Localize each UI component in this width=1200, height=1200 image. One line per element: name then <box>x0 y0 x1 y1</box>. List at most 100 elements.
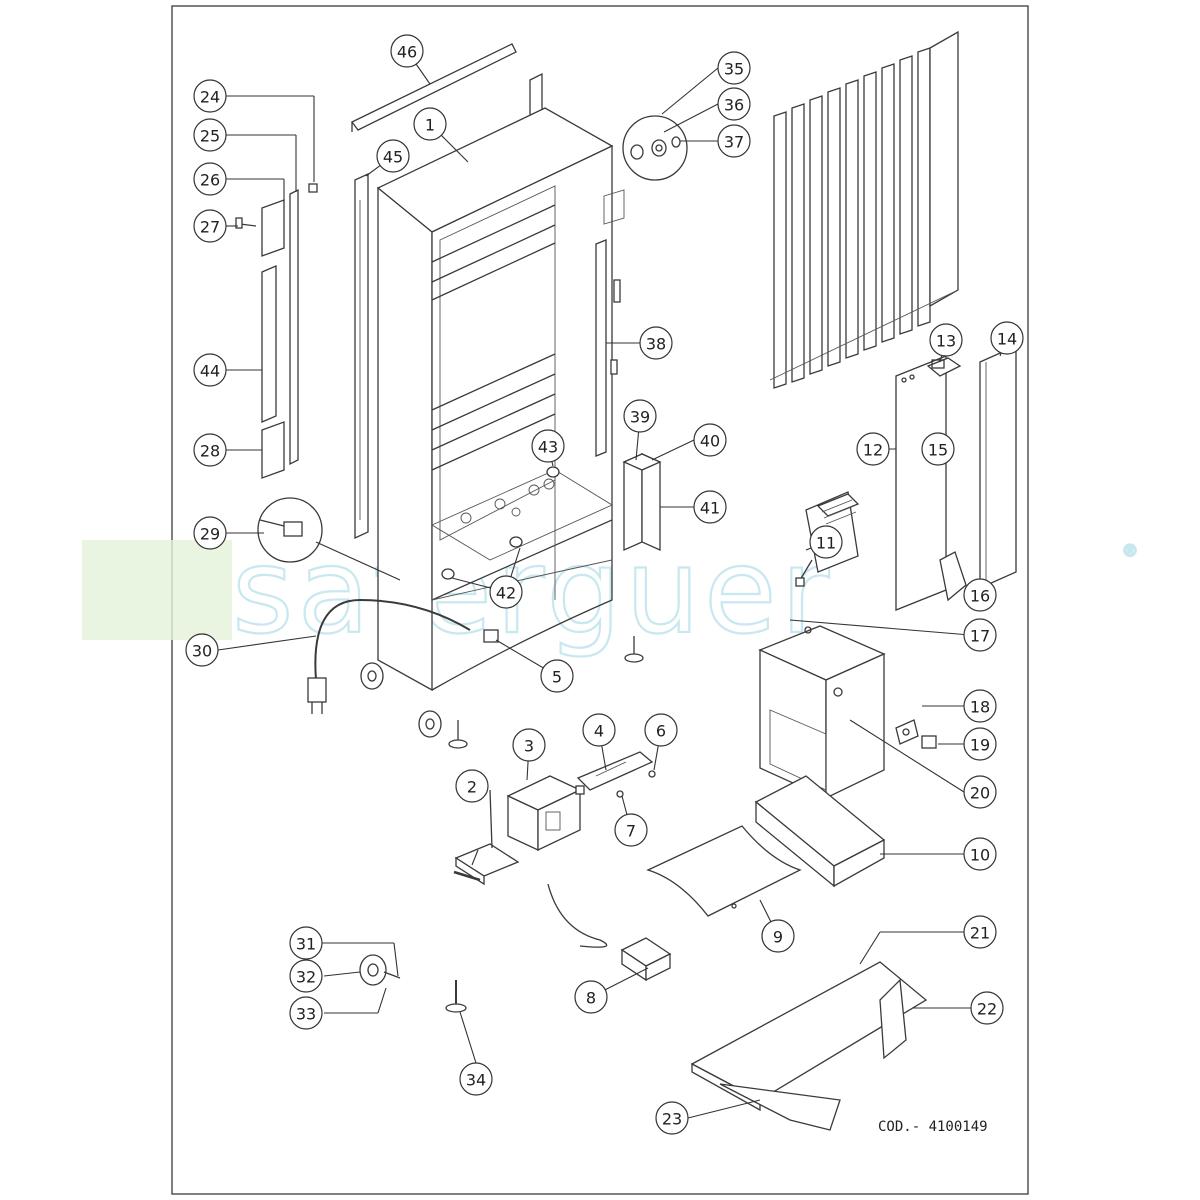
callout-label: 26 <box>200 171 220 190</box>
callout-label: 13 <box>936 332 956 351</box>
part-23-support <box>719 1083 841 1131</box>
callout-label: 25 <box>200 127 220 146</box>
callout-label: 16 <box>970 587 990 606</box>
callout-2: 2 <box>455 769 489 803</box>
callout-label: 41 <box>700 499 720 518</box>
callout-11: 11 <box>809 525 843 559</box>
callout-32: 32 <box>289 959 323 993</box>
callout-label: 15 <box>928 441 948 460</box>
callout-45: 45 <box>376 139 410 173</box>
callout-circle <box>963 727 997 761</box>
callout-circle <box>193 162 227 196</box>
part-43-clip <box>546 466 560 478</box>
callout-27: 27 <box>193 209 227 243</box>
part-27-screw <box>235 217 257 229</box>
callout-circle <box>963 837 997 871</box>
part-5-cable-connector <box>483 629 499 643</box>
callout-label: 2 <box>467 778 477 797</box>
callout-17: 17 <box>963 618 997 652</box>
callout-31: 31 <box>289 926 323 960</box>
callout-label: 34 <box>466 1071 486 1090</box>
callout-label: 7 <box>626 822 636 841</box>
callout-28: 28 <box>193 433 227 467</box>
callout-circle <box>531 429 565 463</box>
part-32-caster <box>359 954 401 986</box>
callout-40: 40 <box>693 423 727 457</box>
callout-circle <box>289 996 323 1030</box>
callout-6: 6 <box>644 713 678 747</box>
callout-label: 30 <box>192 642 212 661</box>
callout-33: 33 <box>289 996 323 1030</box>
callout-15: 15 <box>921 432 955 466</box>
callout-circle <box>717 87 751 121</box>
callout-19: 19 <box>963 727 997 761</box>
part-28-hinge <box>261 421 285 479</box>
callout-5: 5 <box>540 659 574 693</box>
callout-30: 30 <box>185 633 219 667</box>
callout-circle <box>963 618 997 652</box>
callout-1: 1 <box>413 107 447 141</box>
callout-circle <box>390 34 424 68</box>
callout-label: 1 <box>425 116 435 135</box>
part-34-leveling-bolt <box>445 980 467 1013</box>
callout-label: 9 <box>773 928 783 947</box>
callout-46: 46 <box>390 34 424 68</box>
callout-circle <box>990 321 1024 355</box>
part-1-cabinet <box>376 107 614 692</box>
callout-circle <box>623 399 657 433</box>
cabinet-caster-left <box>360 662 384 690</box>
callout-10: 10 <box>963 837 997 871</box>
callout-circle <box>655 1101 689 1135</box>
callout-label: 31 <box>296 935 316 954</box>
callout-16: 16 <box>963 578 997 612</box>
callout-14: 14 <box>990 321 1024 355</box>
callout-37: 37 <box>717 124 751 158</box>
callout-42: 42 <box>489 575 523 609</box>
callout-label: 38 <box>646 335 666 354</box>
part-7-screw <box>616 790 624 798</box>
part-19-switch <box>921 735 937 749</box>
part-22-support <box>879 978 907 1060</box>
callout-label: 24 <box>200 88 220 107</box>
callout-label: 21 <box>970 924 990 943</box>
callout-21: 21 <box>963 915 997 949</box>
part-20-electrical-box <box>758 625 886 800</box>
callout-label: 10 <box>970 846 990 865</box>
callout-label: 3 <box>524 737 534 756</box>
callout-20: 20 <box>963 775 997 809</box>
callout-18: 18 <box>963 689 997 723</box>
callout-34: 34 <box>459 1062 493 1096</box>
callout-circle <box>614 813 648 847</box>
callout-circle <box>289 926 323 960</box>
leveling-foot <box>448 720 468 749</box>
callout-label: 28 <box>200 442 220 461</box>
callout-circle <box>963 689 997 723</box>
callout-12: 12 <box>856 432 890 466</box>
callout-label: 29 <box>200 525 220 544</box>
callout-circle <box>193 353 227 387</box>
part-10-tray <box>754 775 886 888</box>
callout-circle <box>193 433 227 467</box>
callout-label: 36 <box>724 96 744 115</box>
callout-circle <box>921 432 955 466</box>
leveling-foot-right <box>624 636 644 663</box>
callout-label: 43 <box>538 438 558 457</box>
callout-label: 18 <box>970 698 990 717</box>
part-6-screw <box>648 770 656 778</box>
callout-circle <box>963 578 997 612</box>
callout-circle <box>540 659 574 693</box>
callout-label: 4 <box>594 722 604 741</box>
callout-label: 45 <box>383 148 403 167</box>
callout-circle <box>717 51 751 85</box>
callout-circle <box>644 713 678 747</box>
callout-circle <box>582 713 616 747</box>
callout-circle <box>193 79 227 113</box>
callout-circle <box>193 209 227 243</box>
part-30-power-cord <box>307 598 471 714</box>
callout-41: 41 <box>693 490 727 524</box>
cabinet-caster-front <box>418 710 442 738</box>
callout-circle <box>413 107 447 141</box>
callout-29: 29 <box>193 516 227 550</box>
callout-circle <box>639 326 673 360</box>
